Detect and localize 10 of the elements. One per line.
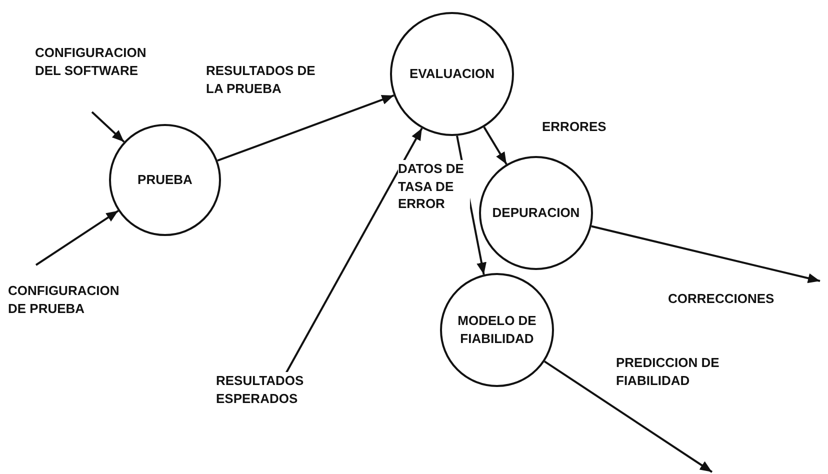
arrow (35, 210, 119, 266)
node-label: DEPURACION (492, 204, 580, 222)
arrow (483, 126, 508, 165)
node-label: PRUEBA (138, 171, 192, 189)
node-label: EVALUACION (410, 65, 494, 83)
arrow (544, 360, 713, 473)
arrow (591, 225, 820, 284)
node-label: MODELO DE FIABILIDAD (457, 312, 537, 348)
arrow (91, 111, 125, 143)
arrow (217, 94, 394, 162)
